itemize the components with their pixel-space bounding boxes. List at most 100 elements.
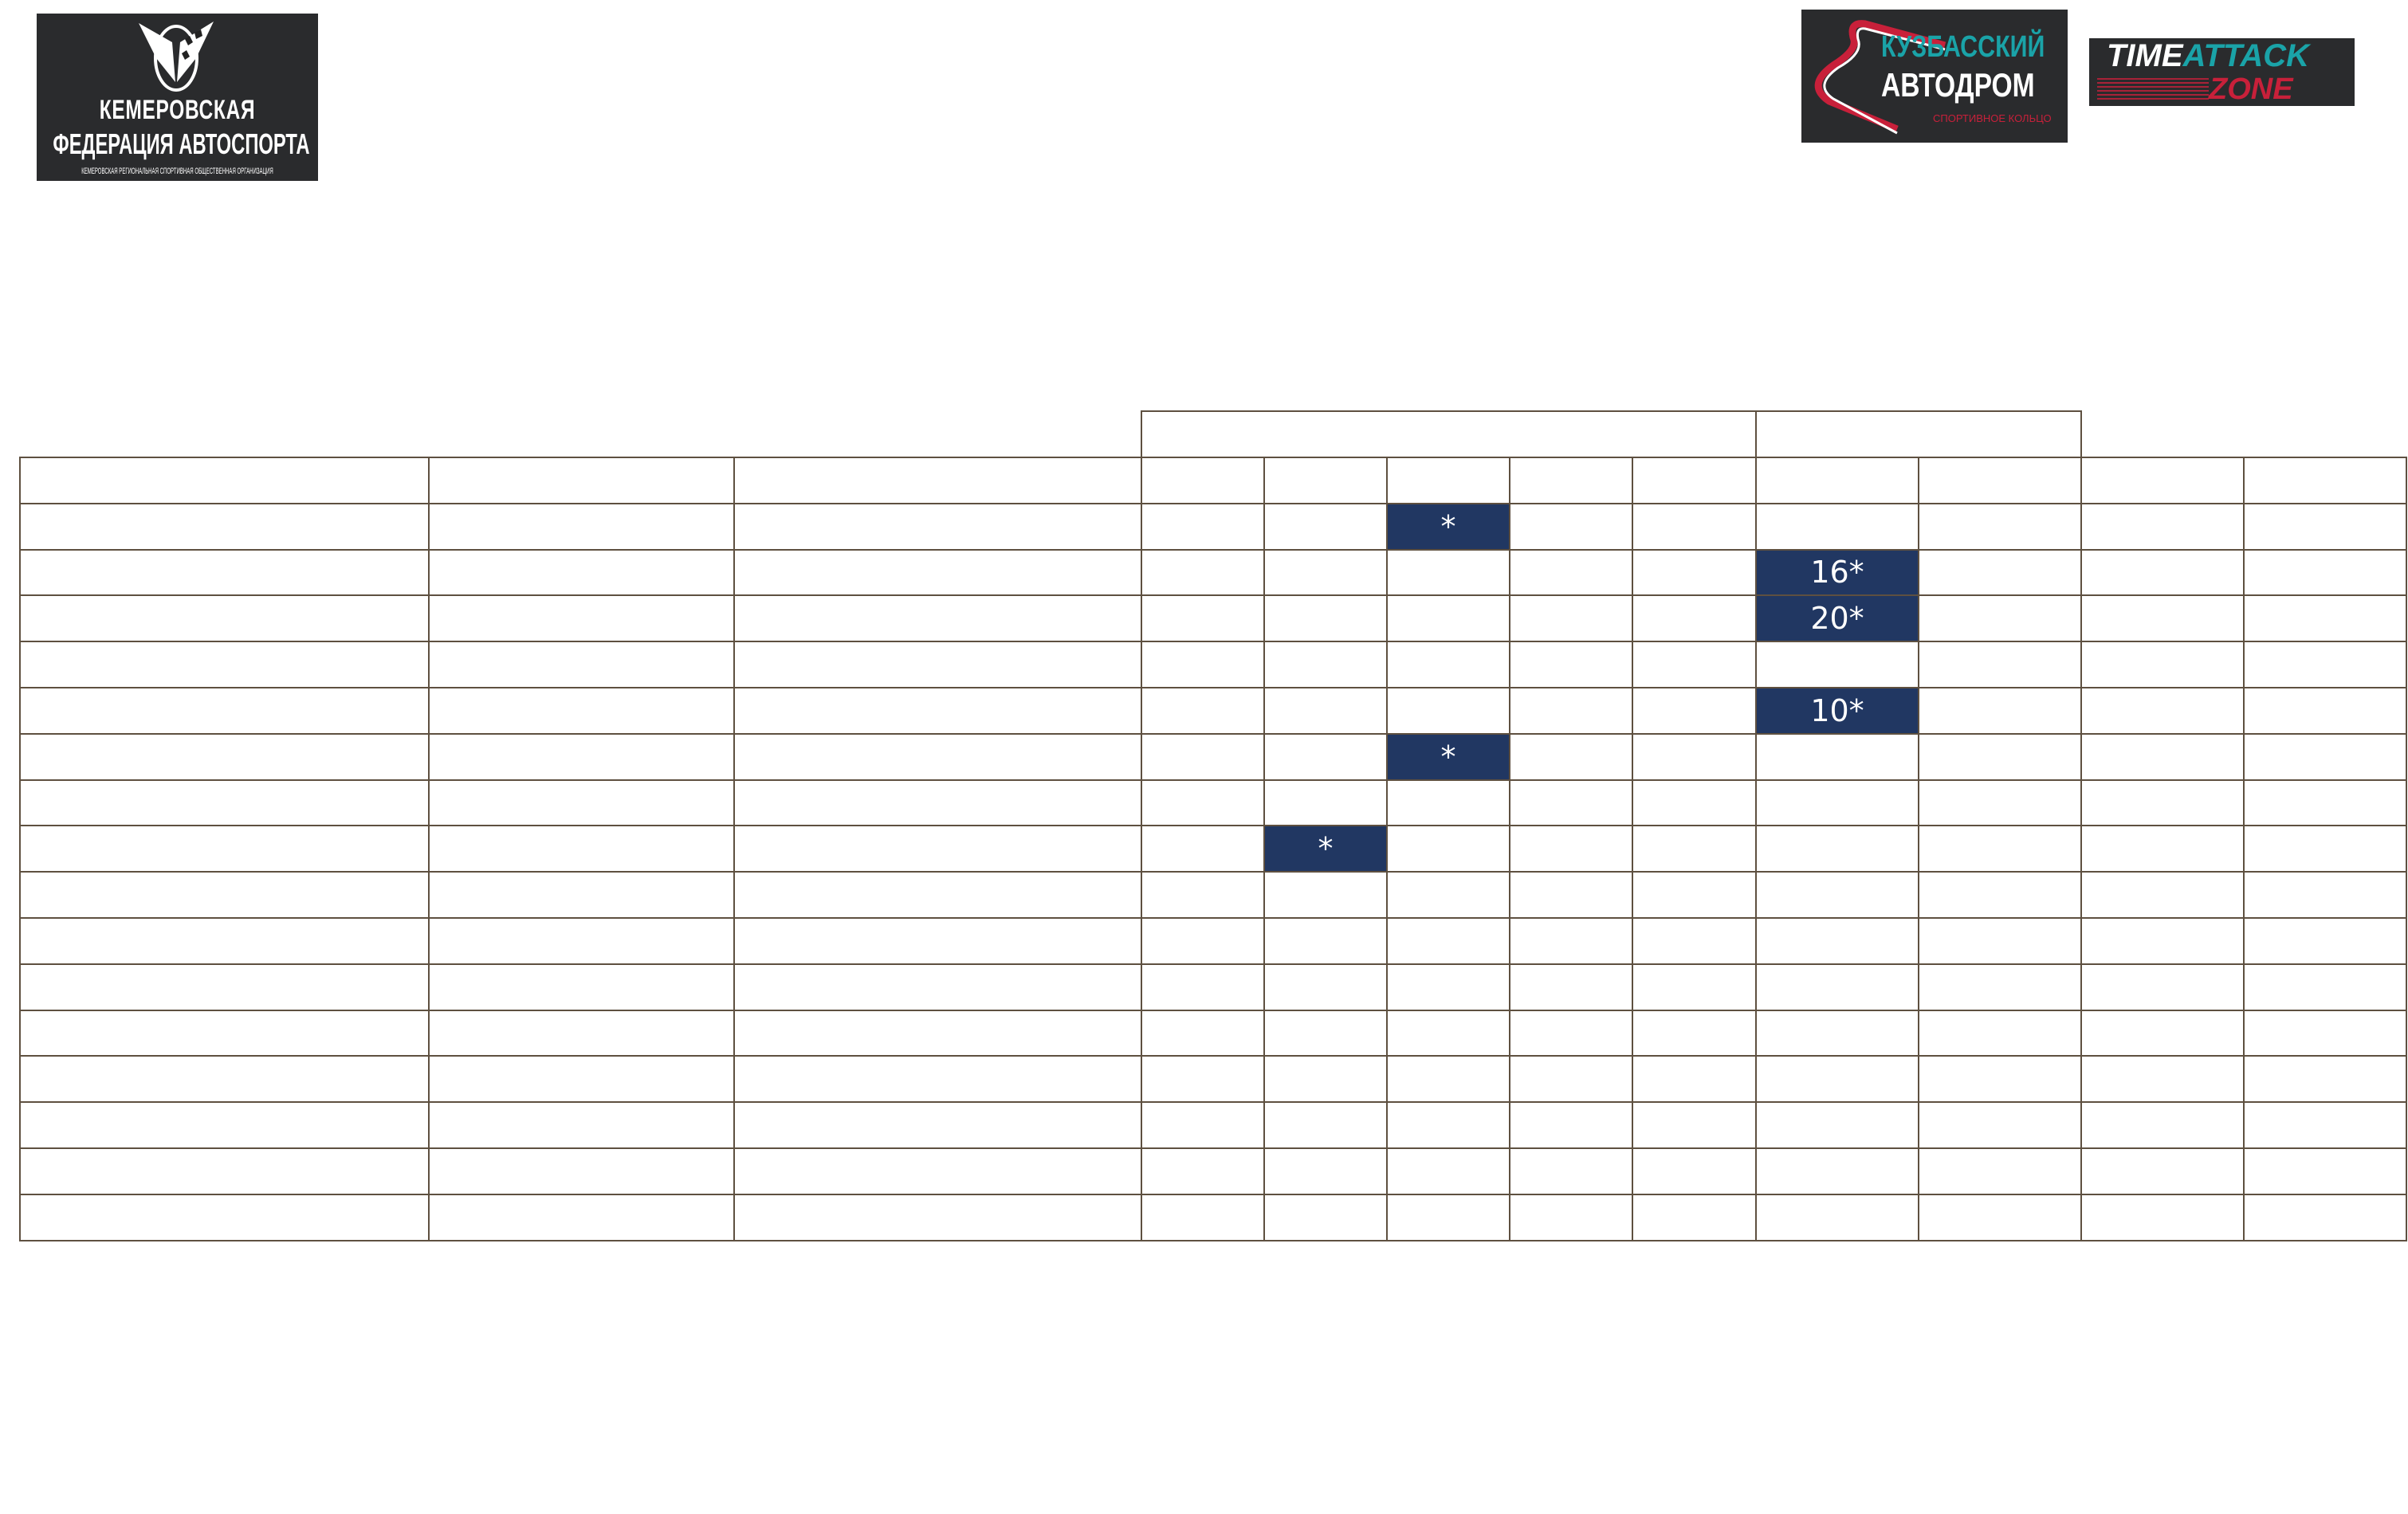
table-cell — [1632, 502, 1757, 551]
table-cell — [428, 1101, 735, 1149]
table-cell — [1755, 1147, 1919, 1195]
table-cell — [428, 548, 735, 597]
table-cell — [1632, 1101, 1757, 1149]
highlighted-cell: 10* — [1755, 687, 1919, 735]
table-cell — [2080, 687, 2245, 735]
table-cell — [1141, 641, 1265, 688]
table-cell — [1632, 779, 1757, 827]
table-cell — [2080, 1055, 2245, 1104]
table-cell — [428, 917, 735, 965]
super-header-cell — [1141, 410, 1757, 458]
table-cell — [1509, 825, 1633, 873]
table-cell — [19, 732, 430, 781]
table-cell — [1263, 871, 1388, 919]
table-cell — [1141, 871, 1265, 919]
table-cell — [733, 594, 1142, 643]
table-cell — [2080, 1009, 2245, 1057]
table-cell — [428, 963, 735, 1011]
table-cell — [1263, 687, 1388, 735]
table-cell — [1141, 1101, 1265, 1149]
table-cell — [19, 871, 430, 919]
header-cell — [428, 457, 735, 504]
table-cell — [1386, 871, 1510, 919]
logo-word-zone: ZONE — [2209, 73, 2293, 106]
table-cell — [428, 732, 735, 781]
table-cell — [1755, 917, 1919, 965]
table-cell — [1141, 732, 1265, 781]
table-cell — [733, 1009, 1142, 1057]
table-cell — [2080, 917, 2245, 965]
table-cell — [1632, 687, 1757, 735]
table-cell — [1918, 1009, 2082, 1057]
table-cell — [1263, 917, 1388, 965]
table-cell — [1509, 502, 1633, 551]
table-cell — [2243, 594, 2407, 643]
table-cell — [1918, 825, 2082, 873]
table-cell — [1386, 1101, 1510, 1149]
table-cell — [1386, 1193, 1510, 1241]
table-cell — [1632, 1193, 1757, 1241]
table-cell — [428, 1147, 735, 1195]
table-cell — [2080, 963, 2245, 1011]
speed-stripes-icon — [2097, 78, 2209, 100]
table-cell — [1141, 1055, 1265, 1104]
table-cell — [733, 548, 1142, 597]
table-cell — [1918, 871, 2082, 919]
table-cell — [1263, 1193, 1388, 1241]
table-cell — [1632, 917, 1757, 965]
table-cell — [428, 502, 735, 551]
table-cell — [1509, 594, 1633, 643]
table-cell — [19, 825, 430, 873]
table-cell — [733, 1147, 1142, 1195]
table-cell — [1141, 779, 1265, 827]
table-cell — [1263, 1147, 1388, 1195]
table-cell — [1141, 1193, 1265, 1241]
super-header-cell — [1755, 410, 2082, 458]
table-cell — [2080, 871, 2245, 919]
highlighted-cell: * — [1263, 825, 1388, 873]
table-cell — [2243, 1009, 2407, 1057]
table-cell — [1386, 1009, 1510, 1057]
header-cell — [1263, 457, 1388, 504]
table-cell — [428, 641, 735, 688]
table-cell — [733, 1193, 1142, 1241]
header-cell — [1755, 457, 1919, 504]
table-cell — [733, 779, 1142, 827]
table-cell — [2080, 548, 2245, 597]
table-cell — [733, 732, 1142, 781]
table-cell — [733, 641, 1142, 688]
table-cell — [1509, 779, 1633, 827]
table-cell — [1263, 1009, 1388, 1057]
table-cell — [1918, 641, 2082, 688]
table-cell — [1509, 687, 1633, 735]
table-cell — [2243, 1147, 2407, 1195]
table-cell — [733, 687, 1142, 735]
table-cell — [1386, 687, 1510, 735]
table-cell — [2243, 641, 2407, 688]
table-cell — [428, 779, 735, 827]
table-cell — [19, 687, 430, 735]
table-cell — [1509, 1009, 1633, 1057]
table-cell — [2243, 502, 2407, 551]
table-cell — [1509, 871, 1633, 919]
table-cell — [19, 779, 430, 827]
table-cell — [1263, 963, 1388, 1011]
header-cell — [1918, 457, 2082, 504]
table-cell — [2080, 594, 2245, 643]
table-cell — [1141, 1009, 1265, 1057]
table-cell — [1632, 641, 1757, 688]
table-cell — [733, 917, 1142, 965]
table-cell — [1632, 594, 1757, 643]
table-cell — [1386, 1147, 1510, 1195]
table-cell — [2080, 641, 2245, 688]
table-cell — [1509, 917, 1633, 965]
table-cell — [1632, 1009, 1757, 1057]
table-cell — [1918, 1101, 2082, 1149]
table-cell — [1632, 732, 1757, 781]
table-cell — [19, 548, 430, 597]
table-cell — [1755, 732, 1919, 781]
table-cell — [1263, 641, 1388, 688]
table-cell — [428, 687, 735, 735]
table-cell — [733, 825, 1142, 873]
